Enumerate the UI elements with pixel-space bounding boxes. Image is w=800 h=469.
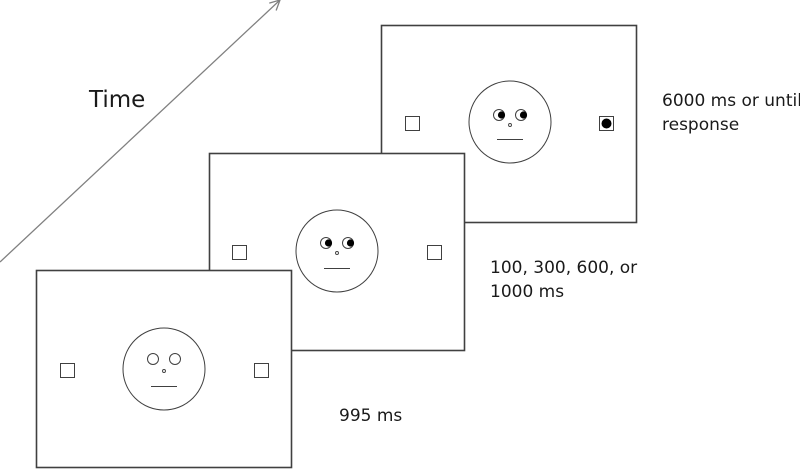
face-outline [122, 327, 206, 411]
time-arrow [0, 0, 282, 263]
face-outline [468, 80, 552, 164]
frame-3-face [468, 80, 552, 164]
frame-2-left-box [232, 245, 247, 260]
right-eye [169, 353, 181, 365]
right-pupil [519, 111, 528, 119]
frame-3-target-dot [601, 118, 612, 129]
nose [162, 369, 166, 373]
frame-1-border [35, 269, 293, 469]
frame-3-duration-line-1: 6000 ms or until [662, 91, 800, 111]
nose [335, 251, 339, 255]
frame-1-left-box [60, 363, 75, 378]
frame-1-face [122, 327, 206, 411]
face-outline [295, 209, 379, 293]
frame-1-right-box [254, 363, 269, 378]
frame-2-right-box [427, 245, 442, 260]
left-eye [147, 353, 159, 365]
left-pupil [497, 111, 506, 119]
time-axis-label: Time [89, 87, 146, 113]
frame-3-duration-line-2: response [662, 115, 740, 135]
frame-1-duration-line-1: 995 ms [339, 406, 403, 426]
left-pupil [324, 239, 333, 247]
frame-2-face [295, 209, 379, 293]
frame-2-duration-line-1: 100, 300, 600, or [490, 258, 638, 278]
frame-3-right-box [599, 116, 614, 131]
nose [508, 123, 512, 127]
frame-2-duration-line-2: 1000 ms [490, 282, 565, 302]
frame-3-duration-label: 6000 ms or until response [662, 89, 800, 137]
right-pupil [346, 239, 355, 247]
frame-1 [35, 269, 293, 469]
frame-2-duration-label: 100, 300, 600, or 1000 ms [490, 256, 637, 304]
frame-1-duration-label: 995 ms [339, 404, 402, 428]
frame-3-left-box [405, 116, 420, 131]
